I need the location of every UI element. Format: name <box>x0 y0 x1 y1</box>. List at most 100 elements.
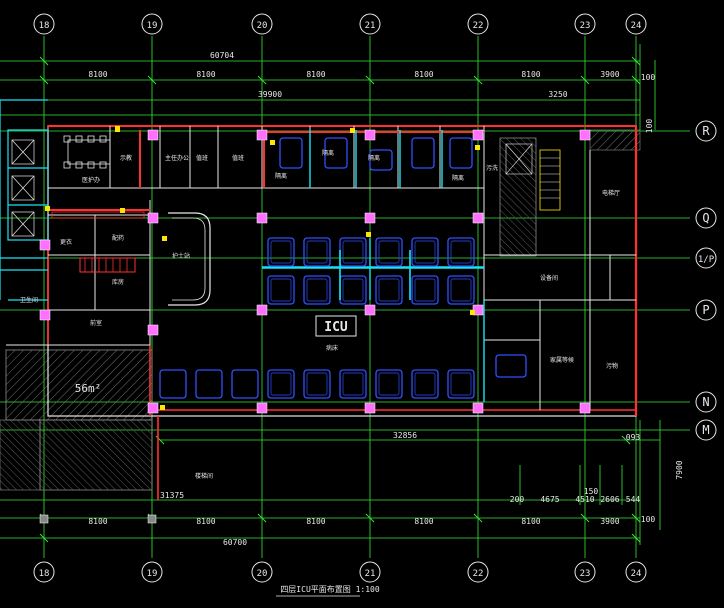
grid-bubble-col-19: 19 <box>141 13 163 35</box>
icu-bed <box>231 369 259 399</box>
area-label: 56m² <box>75 382 102 395</box>
icu-bed-mattress <box>270 240 292 264</box>
dim-bottom-seg: 8100 <box>521 517 540 526</box>
grid-bubbles-bottom: 18 19 20 21 22 23 24 <box>33 561 647 583</box>
dim-bottom-seg: 8100 <box>306 517 325 526</box>
room-label: 污物 <box>606 362 618 370</box>
room-label: 更衣 <box>60 238 72 246</box>
icu-bed <box>375 275 403 305</box>
grid-bubble-label: N <box>702 395 709 409</box>
room-label: 设备间 <box>540 274 558 282</box>
bottom-dimension-lines <box>0 420 661 545</box>
icu-bed <box>267 369 295 399</box>
grid-bubble-label: R <box>702 124 710 138</box>
room-label: 主任办公 <box>165 154 189 162</box>
room-label: 值班 <box>232 154 244 162</box>
drawing-title: 四层ICU平面布置图 1:100 <box>280 584 380 594</box>
dim-top-seg: 3900 <box>600 70 619 79</box>
dim-top-seg: 8100 <box>521 70 540 79</box>
grid-bubble-label: M <box>702 423 709 437</box>
grid-bubble-label: 22 <box>473 21 484 31</box>
outer-walls <box>6 125 638 500</box>
icu-bed <box>195 369 223 399</box>
grid-bubble-row-Q: Q <box>695 207 717 229</box>
icu-bed <box>447 237 475 267</box>
grid-bubble-col-24: 24 <box>625 13 647 35</box>
room-label: 隔离 <box>368 154 380 162</box>
grid-bubble-col-19: 19 <box>141 561 163 583</box>
grid-bubble-label: 23 <box>580 21 591 31</box>
room-label: 隔离 <box>322 149 334 157</box>
icu-bed <box>375 369 403 399</box>
grid-bubble-label: P <box>702 303 709 317</box>
grid-bubble-label: 1/P <box>698 255 715 265</box>
room-label: 值班 <box>196 154 208 162</box>
top-dimension-lines <box>0 44 656 130</box>
dim-bottom-right-small: 093 <box>626 433 641 442</box>
icu-bed <box>267 275 295 305</box>
icu-bed-mattress <box>306 372 328 396</box>
grid-bubble-label: 19 <box>147 569 158 579</box>
cyan-walls <box>0 99 49 301</box>
grid-bubble-label: 19 <box>147 21 158 31</box>
grid-bubble-col-21: 21 <box>359 13 381 35</box>
grid-bubble-col-20: 20 <box>251 13 273 35</box>
dim-top-row2-right: 3250 <box>548 90 567 99</box>
grid-bubble-label: 21 <box>365 569 376 579</box>
icu-bed-mattress <box>414 278 436 302</box>
pendants <box>262 250 484 300</box>
dim-top-row2: 39900 <box>258 90 282 99</box>
room-label: 示教 <box>120 154 132 162</box>
icu-bed <box>411 237 439 267</box>
room-label: 隔离 <box>275 172 287 180</box>
grid-bubble-label: 23 <box>580 569 591 579</box>
grid-bubble-label: 18 <box>39 21 50 31</box>
icu-bed-mattress <box>378 240 400 264</box>
grid-bubble-col-23: 23 <box>574 13 596 35</box>
dim-bottom-small: 150 <box>584 487 599 496</box>
grid-bubble-row-N: N <box>695 391 717 413</box>
grid-bubble-col-23: 23 <box>574 561 596 583</box>
right-stair <box>505 143 561 211</box>
icu-bed-mattress <box>342 278 364 302</box>
grid-bubble-col-24: 24 <box>625 561 647 583</box>
icu-bed <box>411 369 439 399</box>
dim-bottom-right-100: 100 <box>641 515 656 524</box>
dim-bottom-right-vertical: 7900 <box>675 460 684 479</box>
dim-right-top: 100 <box>641 73 656 82</box>
dim-top-seg: 8100 <box>88 70 107 79</box>
grid-bubble-col-22: 22 <box>467 561 489 583</box>
icu-bed-mattress <box>414 240 436 264</box>
room-label: 配药 <box>112 234 124 242</box>
icu-bed-mattress <box>450 372 472 396</box>
nurse-station-counter <box>168 212 211 306</box>
room-label: 家属等候 <box>550 356 574 364</box>
left-stair <box>11 139 35 237</box>
isolation-beds <box>279 137 527 378</box>
dim-bottom-row: 200 <box>510 495 525 504</box>
room-label: 隔离 <box>452 174 464 182</box>
dim-bottom-row: 4510 <box>575 495 594 504</box>
icu-bed-mattress <box>378 372 400 396</box>
yellow-tags <box>45 126 480 410</box>
icu-bed-mattress <box>342 240 364 264</box>
dim-bottom-row: 4675 <box>540 495 559 504</box>
dim-bottom-seg: 8100 <box>414 517 433 526</box>
icu-bed-mattress <box>378 278 400 302</box>
meeting-table <box>63 135 111 169</box>
icu-label: ICU <box>324 320 348 335</box>
room-label: 前室 <box>90 319 102 327</box>
grid-bubble-col-22: 22 <box>467 13 489 35</box>
grid-bubble-label: 24 <box>631 569 642 579</box>
icu-bed <box>303 369 331 399</box>
columns <box>39 129 591 524</box>
dim-bottom-seg: 8100 <box>88 517 107 526</box>
grid-bubble-label: 18 <box>39 569 50 579</box>
grid-bubble-label: 21 <box>365 21 376 31</box>
icu-bed-mattress <box>306 278 328 302</box>
room-label: 医护办 <box>82 176 100 184</box>
grid-bubble-label: 20 <box>257 569 268 579</box>
dim-bottom-seg: 8100 <box>196 517 215 526</box>
dim-bottom-row: 544 <box>626 495 641 504</box>
dim-top-seg: 8100 <box>306 70 325 79</box>
